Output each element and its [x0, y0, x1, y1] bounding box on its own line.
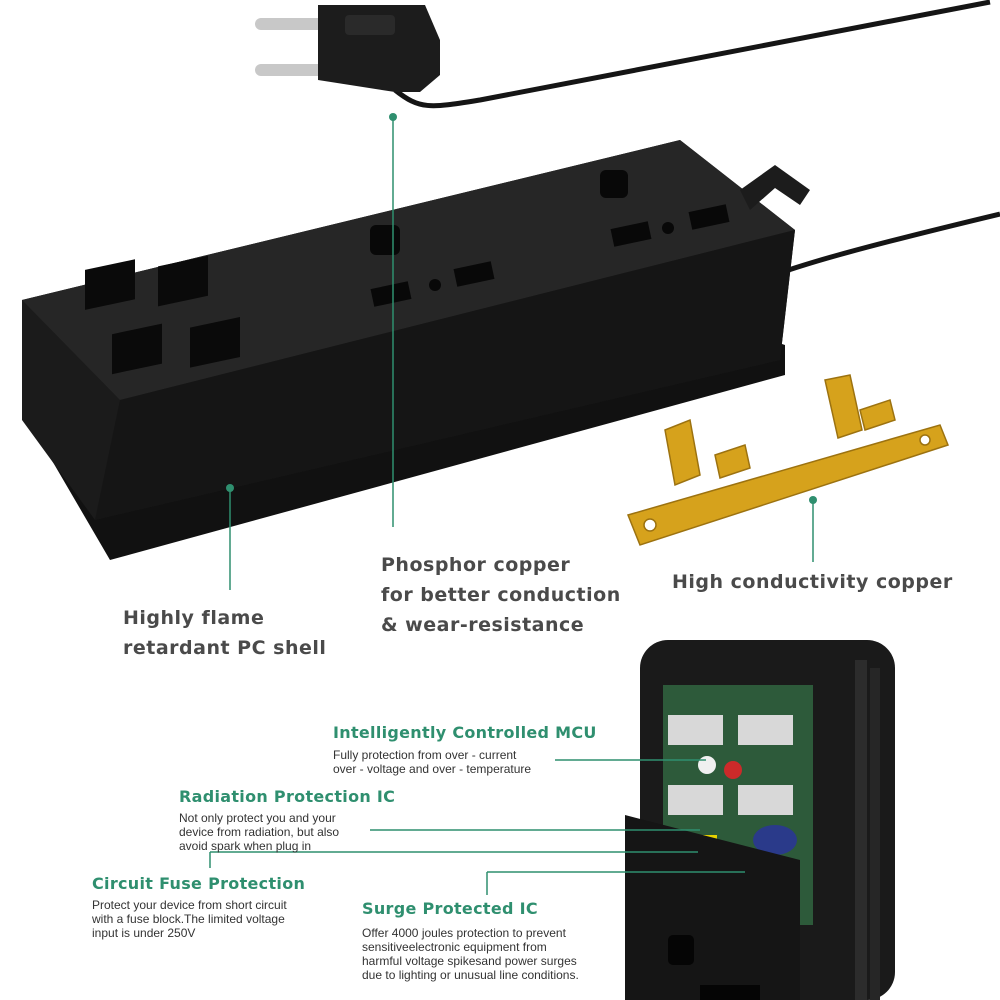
callout-radiation-desc-line-1: Not only protect you and your — [179, 811, 336, 825]
callout-mcu-desc-line-2: over - voltage and over - temperature — [333, 762, 532, 776]
power-cord-rear — [759, 211, 1000, 283]
callout-phosphor-line-2: for better conduction — [381, 584, 621, 606]
callout-leaders — [209, 113, 817, 895]
callout-radiation-desc-line-2: device from radiation, but also — [179, 825, 340, 839]
callout-fuse: Circuit Fuse Protection Protect your dev… — [92, 874, 305, 940]
callout-surge-desc-line-2: sensitiveelectronic equipment from — [362, 940, 547, 954]
callout-fuse-desc-line-3: input is under 250V — [92, 926, 196, 940]
callout-fuse-desc: Protect your device from short circuit w… — [92, 898, 305, 940]
callout-surge-title: Surge Protected IC — [362, 899, 538, 918]
callout-fuse-desc-line-2: with a fuse block.The limited voltage — [92, 912, 285, 926]
callout-copper-title: High conductivity copper — [672, 571, 953, 593]
usb-ports — [85, 255, 240, 375]
cutaway-device — [625, 640, 895, 1000]
copper-strip-icon — [626, 374, 949, 546]
callout-shell-line-2: retardant PC shell — [123, 637, 327, 659]
callout-shell-line-1: Highly flame — [123, 607, 265, 629]
callout-radiation-desc-line-3: avoid spark when plug in — [179, 839, 312, 853]
callout-phosphor: Phosphor copper for better conduction & … — [381, 550, 621, 640]
callout-phosphor-line-1: Phosphor copper — [381, 554, 571, 576]
euro-plug-icon — [255, 5, 440, 92]
callout-surge-desc-line-1: Offer 4000 joules protection to prevent — [362, 926, 566, 940]
callout-mcu-desc-line-1: Fully protection from over - current — [333, 748, 517, 762]
callout-mcu-title: Intelligently Controlled MCU — [333, 723, 597, 742]
callout-copper: High conductivity copper — [672, 567, 953, 597]
callout-fuse-title: Circuit Fuse Protection — [92, 874, 306, 893]
callout-radiation: Radiation Protection IC Not only protect… — [179, 787, 395, 853]
callout-mcu-desc: Fully protection from over - current ove… — [333, 748, 597, 776]
callout-surge-desc-line-4: due to lighting or unusual line conditio… — [362, 968, 579, 982]
callout-surge-desc-line-3: harmful voltage spikesand power surges — [362, 954, 577, 968]
callout-mcu: Intelligently Controlled MCU Fully prote… — [333, 723, 597, 776]
callout-phosphor-line-3: & wear-resistance — [381, 614, 585, 636]
callout-fuse-desc-line-1: Protect your device from short circuit — [92, 898, 287, 912]
callout-radiation-title: Radiation Protection IC — [179, 787, 396, 806]
callout-surge: Surge Protected IC Offer 4000 joules pro… — [362, 899, 579, 982]
callout-shell: Highly flame retardant PC shell — [123, 603, 326, 663]
power-cord — [393, 0, 991, 109]
callout-surge-desc: Offer 4000 joules protection to prevent … — [362, 926, 579, 982]
callout-radiation-desc: Not only protect you and your device fro… — [179, 811, 395, 853]
